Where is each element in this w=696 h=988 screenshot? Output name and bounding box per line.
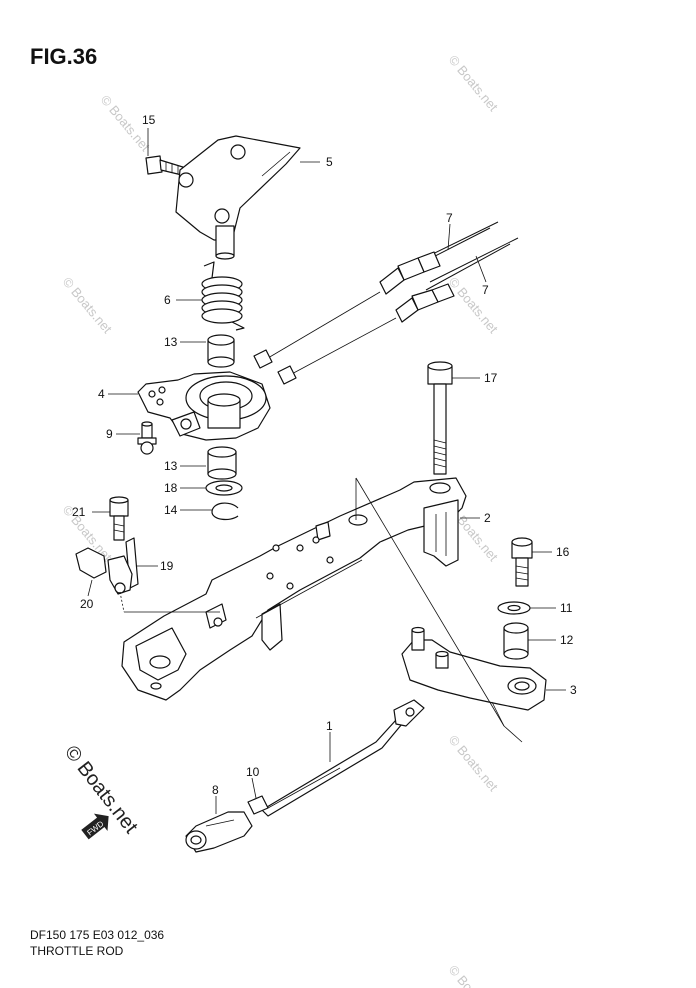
label-part-15: 15 xyxy=(142,113,156,127)
label-part-4: 4 xyxy=(98,387,105,401)
label-part-14: 14 xyxy=(164,503,178,517)
part-17-long-bolt xyxy=(427,361,453,475)
figure-title: FIG.36 xyxy=(30,44,98,69)
diagram-name: THROTTLE ROD xyxy=(30,944,124,958)
part-14-clip xyxy=(211,502,239,521)
label-part-17: 17 xyxy=(484,371,498,385)
part-11-washer xyxy=(497,601,531,615)
part-20-clip xyxy=(75,547,133,595)
part-21-bolt xyxy=(109,496,129,541)
label-part-10: 10 xyxy=(246,765,260,779)
watermark-text: © Boats.net xyxy=(446,962,502,988)
label-part-11: 11 xyxy=(560,601,573,615)
part-13-bushing-lower xyxy=(207,446,237,480)
label-part-20: 20 xyxy=(80,597,94,611)
label-part-2: 2 xyxy=(484,511,491,525)
watermark-text: © Boats.net xyxy=(446,274,502,336)
part-7-cables xyxy=(253,221,519,385)
watermark-text: © Boats.net xyxy=(446,732,502,794)
watermark-text: © Boats.net xyxy=(446,52,502,114)
part-13-bushing-upper xyxy=(207,334,235,368)
part-12-collar xyxy=(503,622,529,660)
part-16-bolt xyxy=(511,537,533,587)
label-part-18: 18 xyxy=(164,481,178,495)
part-10-nut xyxy=(247,795,269,815)
label-part-12: 12 xyxy=(560,633,574,647)
leader-lines xyxy=(119,477,523,743)
label-part-7b: 7 xyxy=(482,283,489,297)
label-part-21: 21 xyxy=(72,505,86,519)
diagram-code: DF150 175 E03 012_036 xyxy=(30,928,165,942)
part-9-ball-stud xyxy=(137,421,157,455)
label-part-16: 16 xyxy=(556,545,570,559)
part-6-spring xyxy=(201,261,245,331)
label-part-3: 3 xyxy=(570,683,577,697)
label-part-1: 1 xyxy=(326,719,333,733)
part-8-rod-end xyxy=(185,811,253,853)
part-2-lever-arm xyxy=(121,477,467,701)
part-1-rod xyxy=(261,699,425,817)
label-part-8: 8 xyxy=(212,783,219,797)
label-part-5: 5 xyxy=(326,155,333,169)
label-part-9: 9 xyxy=(106,427,113,441)
callout-lines xyxy=(87,128,566,814)
label-part-6: 6 xyxy=(164,293,171,307)
label-part-7a: 7 xyxy=(446,211,453,225)
label-part-13b: 13 xyxy=(164,459,178,473)
part-number-labels: 15 5 7 7 6 13 4 9 13 18 14 17 2 21 19 20… xyxy=(72,113,577,797)
label-part-13a: 13 xyxy=(164,335,178,349)
boats-net-stamp: © Boats.net FWD xyxy=(60,742,142,840)
label-part-19: 19 xyxy=(160,559,174,573)
part-5-bracket xyxy=(175,135,301,260)
part-18-washer xyxy=(205,480,243,496)
part-4-throttle-cam xyxy=(137,371,271,441)
watermark-text: © Boats.net xyxy=(60,274,116,336)
